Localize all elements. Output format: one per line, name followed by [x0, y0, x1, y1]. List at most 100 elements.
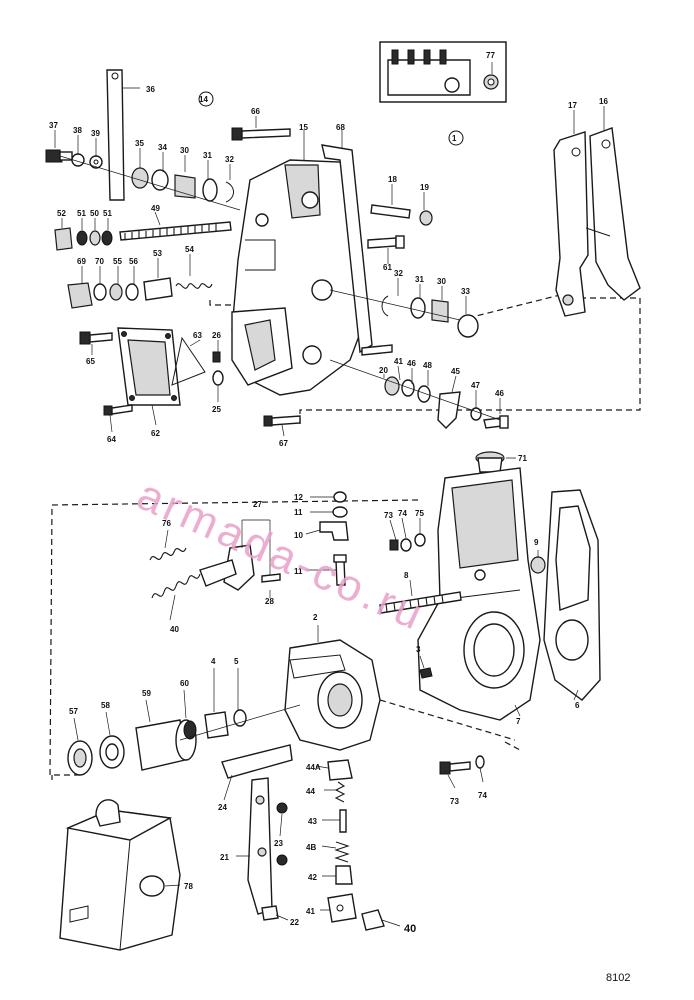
connection-line-lower [51, 699, 521, 780]
callout-49: 47 [471, 381, 480, 390]
callout-38: 39 [91, 129, 100, 138]
callout-41: 40 [404, 923, 416, 935]
cover-box-79 [59, 799, 181, 951]
callout-70: 68 [336, 123, 345, 132]
callout-37: 38 [73, 126, 82, 135]
callout-53a: 51 [77, 209, 86, 218]
callout-61: 59 [142, 689, 151, 698]
callout-31-upper: 32 [225, 155, 234, 164]
bolt-68 [231, 127, 291, 141]
callout-66: 64 [107, 435, 116, 444]
screw-66 [103, 404, 133, 416]
callout-51: 49 [151, 204, 160, 213]
callout-44A: 44 [306, 787, 315, 796]
callout-40: 41 [394, 357, 403, 366]
callout-71: 69 [77, 257, 86, 266]
nut-washers-54-53-52 [54, 227, 113, 251]
callout-62: 60 [180, 679, 189, 688]
group-mark-1-label: 1 [452, 134, 457, 143]
callout-26: 26 [212, 331, 221, 340]
parts-row-20-48 [329, 344, 509, 429]
callout-69: 67 [279, 439, 288, 448]
callout-46: 46 [407, 359, 416, 368]
callout-63: 61 [383, 263, 392, 272]
callout-79: 78 [184, 882, 193, 891]
spring-39 [151, 573, 201, 599]
callout-75-upper: 74 [398, 509, 407, 518]
callout-76: 75 [415, 509, 424, 518]
callout-8: 8 [404, 571, 409, 580]
stud-8 [379, 591, 462, 614]
gasket-6 [543, 489, 601, 701]
group-mark-1 [448, 130, 464, 146]
group-mark-14-label: 14 [199, 95, 208, 104]
callout-21: 21 [220, 853, 229, 862]
callout-43: 42 [308, 873, 317, 882]
callout-57: 55 [113, 257, 122, 266]
callout-39: 40 [170, 625, 179, 634]
bolt-63 [367, 235, 405, 249]
callout-11: 11 [294, 567, 303, 576]
callout-36: 37 [49, 121, 58, 130]
callout-3: 3 [416, 645, 421, 654]
callout-4: 4 [211, 657, 216, 666]
pin-3 [419, 667, 433, 679]
callout-16: 16 [599, 97, 608, 106]
callout-50: 48 [423, 361, 432, 370]
linkage-27 [199, 519, 281, 591]
callout-labels: 36 14 1 77 66 15 68 17 16 37 38 39 35 34… [49, 51, 608, 935]
nut-9 [530, 556, 546, 574]
nut-23a [276, 802, 288, 814]
callout-13: 12 [294, 493, 303, 502]
callout-2: 2 [313, 613, 318, 622]
bolt-67 [79, 331, 113, 345]
shaft-parts-row-right [329, 289, 479, 338]
lever-70 [321, 144, 373, 354]
parts-row-71-56 [67, 277, 213, 309]
callout-47: 45 [451, 367, 460, 376]
callout-78: 77 [486, 51, 495, 60]
callout-30-upper: 31 [203, 151, 212, 160]
inset-detail-78 [379, 41, 507, 103]
callout-65: 63 [193, 331, 202, 340]
parts-column-41-45 [327, 759, 385, 931]
callout-59: 57 [69, 707, 78, 716]
callout-31-right: 32 [394, 269, 403, 278]
screws-74-75-76-upper [389, 533, 426, 552]
callout-52: 50 [90, 209, 99, 218]
callout-7: 7 [516, 717, 521, 726]
callout-27: 27 [253, 500, 262, 509]
callout-19: 19 [420, 183, 429, 192]
callout-73: 71 [518, 454, 527, 463]
main-housing-7 [417, 467, 541, 721]
rod-35 [106, 69, 125, 201]
plug-73 [475, 451, 505, 473]
callout-29-upper: 30 [180, 146, 189, 155]
callout-32: 33 [461, 287, 470, 296]
callout-4B: 4B [306, 843, 316, 852]
callout-17: 17 [568, 101, 577, 110]
group-mark-14 [198, 91, 214, 107]
nut-23b [276, 854, 288, 866]
callout-44: 43 [308, 817, 317, 826]
callout-74-lower: 73 [450, 797, 459, 806]
callout-10: 10 [294, 531, 303, 540]
screw-69 [263, 415, 301, 427]
nut-19 [419, 210, 433, 226]
callout-12: 11 [294, 508, 303, 517]
shaft-parts-row-lower [67, 704, 301, 776]
callout-33: 34 [158, 143, 167, 152]
governor-body-2 [284, 639, 381, 751]
callout-58: 56 [129, 257, 138, 266]
callout-30-right: 31 [415, 275, 424, 284]
callout-23: 23 [274, 839, 283, 848]
callout-42: 41 [306, 907, 315, 916]
callout-18: 18 [388, 175, 397, 184]
drawing-number: 8102 [606, 972, 631, 984]
callout-24: 24 [218, 803, 227, 812]
pump-head-housing [231, 159, 366, 396]
callout-25: 25 [212, 405, 221, 414]
pin-18 [370, 204, 411, 219]
